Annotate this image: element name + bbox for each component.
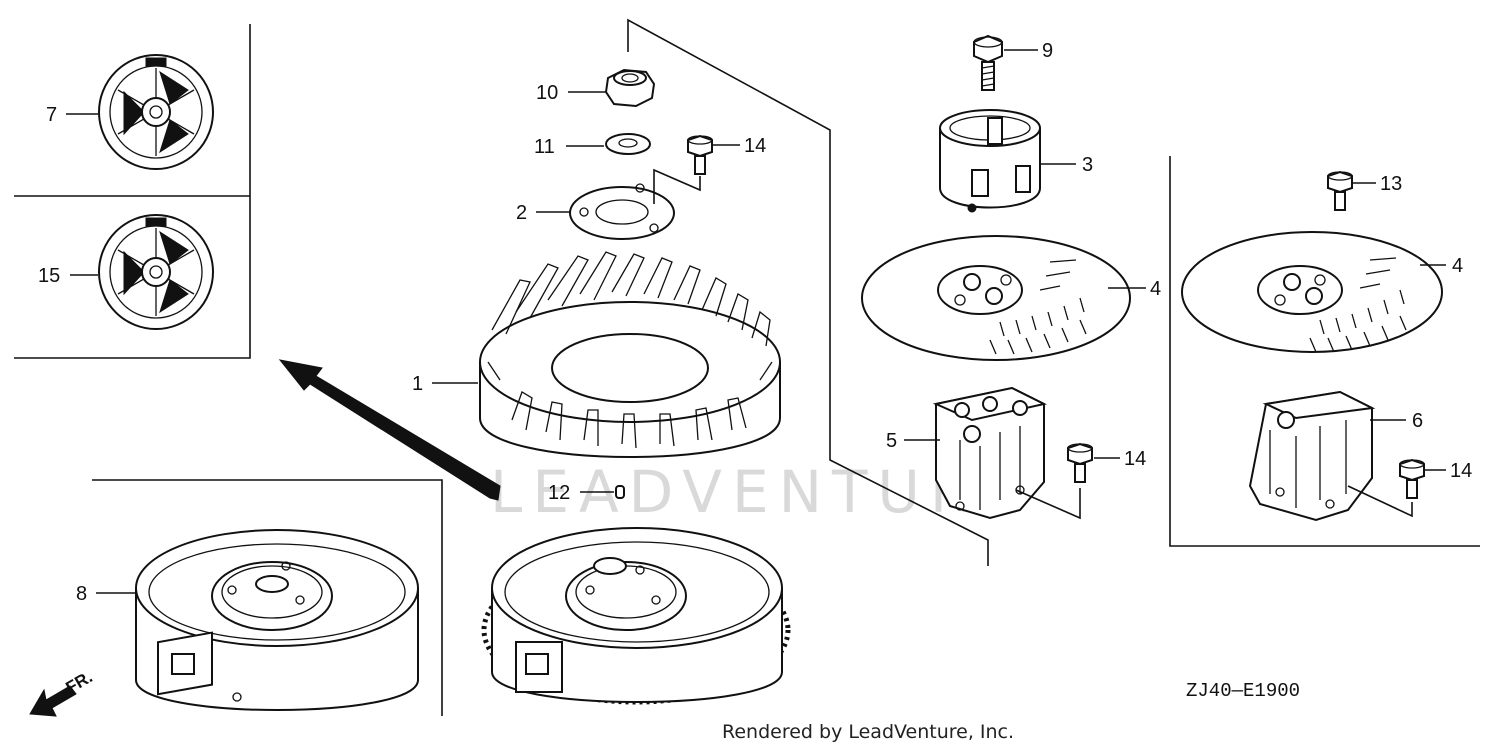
flywheel-with-ring-gear[interactable]	[481, 527, 791, 705]
part-9-bolt[interactable]	[973, 34, 1003, 91]
part-5-bracket[interactable]	[932, 386, 1047, 520]
watermark: LEADVENTURE	[490, 458, 1027, 526]
center-assembly-lines	[627, 18, 989, 566]
callout-6: 6	[1412, 410, 1423, 432]
part-1-cooling-fan[interactable]	[479, 251, 781, 458]
callout-1: 1	[412, 373, 423, 395]
callout-9: 9	[1042, 40, 1053, 62]
callout-5: 5	[886, 430, 897, 452]
diagram-code: ZJ40—E1900	[1186, 680, 1300, 702]
part-10-nut[interactable]	[604, 68, 656, 108]
callout-13: 13	[1380, 173, 1402, 195]
part-14-bolt-variant[interactable]	[1347, 458, 1425, 518]
callout-12: 12	[548, 482, 570, 504]
callout-4-left: 4	[1150, 278, 1161, 300]
part-14-bolt-center[interactable]	[687, 134, 713, 175]
part-7-starter-pulley[interactable]	[98, 54, 214, 170]
callout-11: 11	[534, 136, 555, 158]
callout-4-right: 4	[1452, 255, 1463, 277]
inset-box-starter-pulleys	[14, 24, 251, 359]
callout-14-bracket: 14	[1124, 448, 1146, 470]
inset-box-variant	[1169, 156, 1480, 547]
part-11-washer[interactable]	[605, 133, 651, 155]
part-4-fan-cover-variant[interactable]	[1181, 231, 1443, 353]
callout-8: 8	[76, 583, 87, 605]
callout-2: 2	[516, 202, 527, 224]
callout-10: 10	[536, 82, 558, 104]
leader-lines	[66, 49, 1446, 594]
callout-14-variant: 14	[1450, 460, 1472, 482]
callout-labels: 1 2 3 4 4 5 6 7 8 9 10 11 12 13 14 14 14…	[38, 40, 1472, 605]
part-13-bolt[interactable]	[1327, 170, 1353, 211]
callout-14-center: 14	[744, 135, 766, 157]
part-15-starter-pulley[interactable]	[98, 214, 214, 330]
part-14-bolt-bracket[interactable]	[1015, 442, 1093, 520]
callout-7: 7	[46, 104, 57, 126]
part-4-fan-cover[interactable]	[861, 235, 1131, 361]
front-arrow-icon: FR.	[29, 667, 96, 717]
callout-15: 15	[38, 265, 60, 287]
callout-3: 3	[1082, 154, 1093, 176]
part-12-pin[interactable]	[615, 485, 625, 499]
direction-arrow	[278, 359, 501, 501]
part-6-bracket[interactable]	[1248, 390, 1376, 522]
rendered-by-footer: Rendered by LeadVenture, Inc.	[722, 721, 1014, 743]
part-8-flywheel[interactable]	[135, 529, 419, 711]
part-2-plate[interactable]	[569, 183, 675, 240]
inset-box-flywheel	[92, 479, 443, 716]
part-3-starter-cup[interactable]	[939, 109, 1041, 213]
